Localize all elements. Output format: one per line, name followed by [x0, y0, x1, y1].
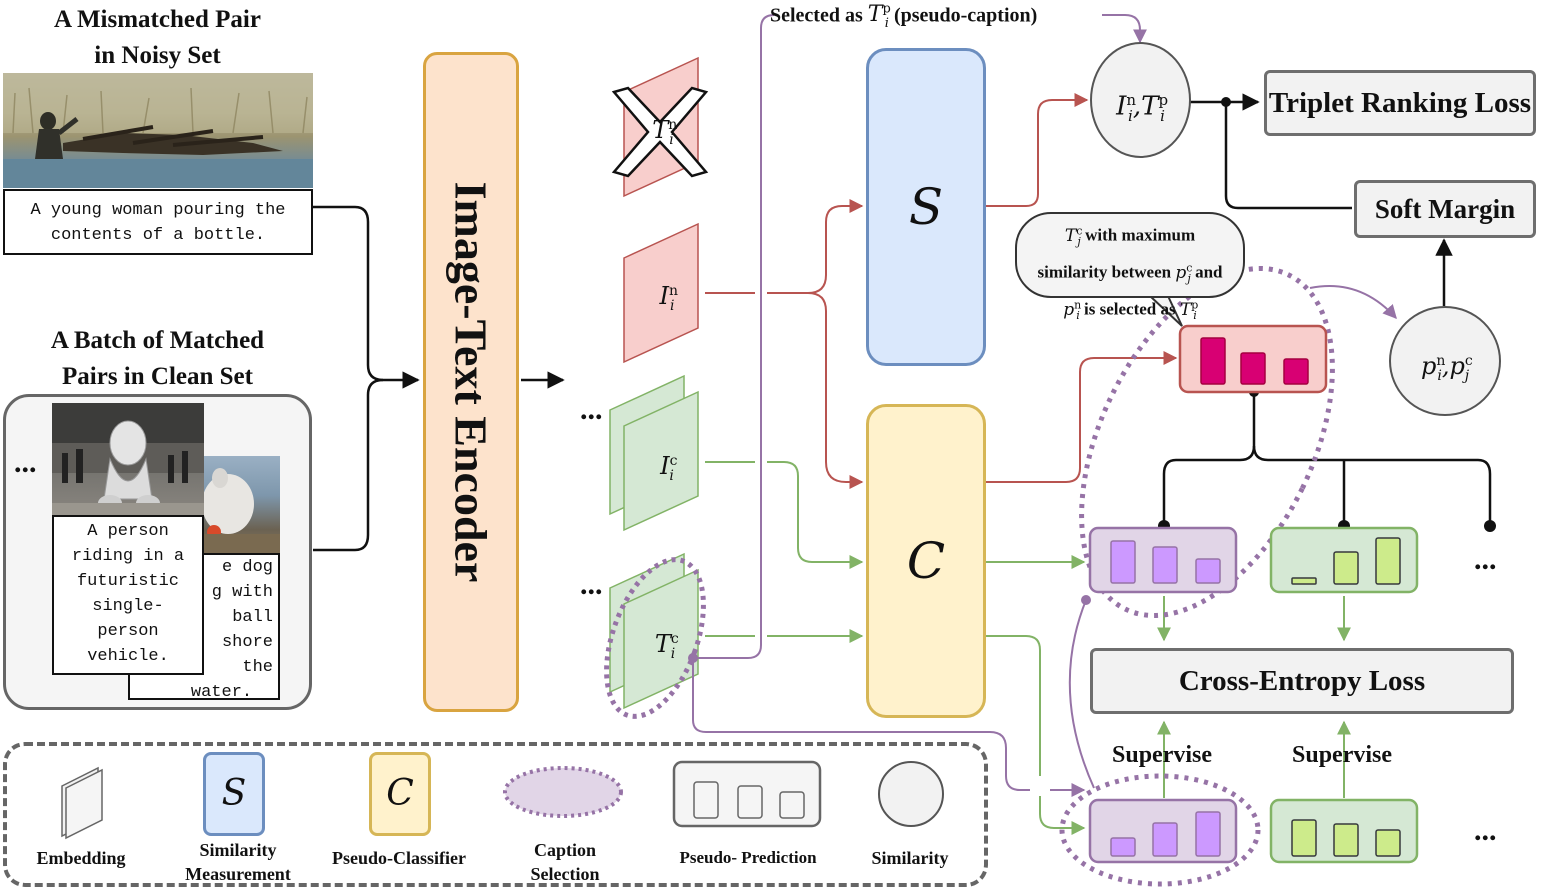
clean-text-label: Tci [654, 630, 679, 662]
legend-similarity-icon [878, 761, 944, 827]
embedding-clean-text [609, 552, 699, 710]
embedding-noisy-image [623, 222, 699, 364]
dog-caption-line2: g with [211, 583, 273, 602]
noisy-image-paths [705, 93, 1178, 489]
pseudo-caption-prefix: Selected as [770, 4, 863, 27]
cross-entropy-loss: Cross-Entropy Loss [1090, 648, 1514, 714]
vehicle-photo-scene [52, 403, 204, 515]
vehicle-caption-line6: vehicle. [87, 647, 169, 666]
noisy-caption-line1: A young woman pouring the [30, 201, 286, 220]
pseudo-caption-symbol: Tpi [867, 2, 891, 31]
legend-similarity-measurement-line1: Similarity [199, 840, 277, 860]
dog-caption-line4: shore [221, 633, 273, 652]
callout-tail [1149, 295, 1183, 327]
legend-pseudo-classifier-label: Pseudo-Classifier [332, 848, 466, 868]
embedding-ellipsis-2: ... [580, 568, 603, 601]
callout-line2: similarity between pcj and [1037, 261, 1223, 286]
legend-similarity-label: Similarity [871, 848, 949, 868]
legend-similarity-measurement-label: Similarity Measurement [168, 838, 308, 886]
clean-pseudo-prediction-purple [1088, 526, 1238, 594]
noisy-photo-scene [3, 73, 313, 188]
classifier-symbol: C [906, 532, 946, 590]
noisy-set-title: A Mismatched Pair in Noisy Set [10, 2, 305, 74]
legend-embedding-icon [61, 766, 103, 840]
callout-line1: Tcj with maximum [1064, 224, 1196, 249]
triplet-ranking-loss: Triplet Ranking Loss [1264, 70, 1536, 136]
clean-image-label: Ici [660, 452, 678, 484]
legend-embedding-label: Embedding [36, 848, 126, 868]
noisy-text-label: Tni [652, 116, 678, 148]
noisy-image-label: Ini [659, 282, 679, 314]
legend-caption-selection-icon [503, 766, 623, 818]
noisy-set-title-line1: A Mismatched Pair [54, 6, 261, 33]
dog-caption-line5: the [242, 658, 273, 677]
soft-margin: Soft Margin [1354, 180, 1536, 238]
supervise-label-right: Supervise [1292, 742, 1393, 768]
supervise-label-left: Supervise [1112, 742, 1213, 768]
legend-caption-selection-line1: Caption [533, 840, 596, 860]
dog-caption-line3: ball [232, 608, 273, 627]
caption-selection-ellipse-small [604, 557, 706, 719]
pair-similarity-node: Ini,Tpi [1090, 42, 1191, 158]
similarity-module: S [866, 48, 986, 366]
clean-set-title-line1: A Batch of Matched [50, 327, 265, 354]
legend-caption-selection-line2: Selection [530, 864, 600, 884]
target-ellipsis: ... [1474, 814, 1497, 847]
supervision-target-purple [1088, 798, 1238, 864]
discard-cross-icon [611, 86, 709, 178]
vehicle-caption-line2: riding in a [71, 547, 185, 566]
legend-caption-selection-label: Caption Selection [500, 838, 630, 886]
noisy-set-title-line2: in Noisy Set [94, 42, 221, 69]
caption-selection-ellipse-bottom [1059, 773, 1261, 887]
selection-callout: Tcj with maximum similarity between pcj … [1015, 212, 1245, 322]
vehicle-caption-line3: futuristic [76, 572, 180, 591]
image-text-encoder: Image-Text Encoder [423, 52, 519, 712]
vehicle-photo [52, 403, 204, 515]
clean-paths [705, 461, 1351, 835]
embedding-clean-image [609, 374, 699, 532]
legend [3, 742, 988, 887]
clean-pseudo-prediction-green [1269, 526, 1419, 594]
clean-batch-ellipsis: ... [14, 446, 37, 479]
input-arrows [313, 205, 565, 552]
selection-junction-dot [688, 653, 698, 663]
vehicle-caption-line5: person [97, 622, 159, 641]
pseudo-caption-suffix: (pseudo-caption) [893, 4, 1038, 27]
supervision-target-green [1269, 798, 1419, 864]
legend-pseudo-prediction-label: Pseudo- Prediction [679, 848, 817, 867]
legend-similarity-measurement-line2: Measurement [185, 864, 291, 884]
selection-junction-dot-2 [1081, 595, 1091, 605]
dog-caption-line1: e dog [221, 558, 273, 577]
pseudo-classifier-module: C [866, 404, 986, 718]
clean-set-title: A Batch of Matched Pairs in Clean Set [10, 323, 305, 395]
callout-line3: pni is selected as Tpi [1063, 298, 1199, 323]
prediction-ellipsis: ... [1474, 543, 1497, 576]
vehicle-caption-line4: single- [92, 597, 164, 616]
clean-set-title-line2: Pairs in Clean Set [62, 363, 253, 390]
vehicle-caption-line1: A person [87, 522, 169, 541]
dog-caption-line6: water. [190, 683, 253, 702]
vehicle-caption: A person riding in a futuristic single- … [52, 515, 204, 675]
noisy-caption-line2: contents of a bottle. [50, 226, 266, 245]
loss-paths [1162, 93, 1492, 524]
selection-paths [692, 14, 1397, 797]
legend-pseudo-prediction-icon [672, 760, 822, 828]
similarity-symbol: S [908, 178, 944, 236]
noisy-photo [3, 73, 313, 188]
noisy-pseudo-prediction [1178, 324, 1328, 394]
prediction-similarity-node: pni,pcj [1389, 306, 1501, 416]
embedding-ellipsis-1: ... [580, 393, 603, 426]
encoder-label: Image-Text Encoder [445, 181, 497, 583]
legend-pseudo-classifier-icon: C [369, 752, 431, 836]
legend-similarity-measurement-icon: S [203, 752, 265, 836]
noisy-caption: A young woman pouring the contents of a … [3, 189, 313, 255]
pseudo-caption-label: Selected as Tpi (pseudo-caption) [770, 2, 1037, 31]
